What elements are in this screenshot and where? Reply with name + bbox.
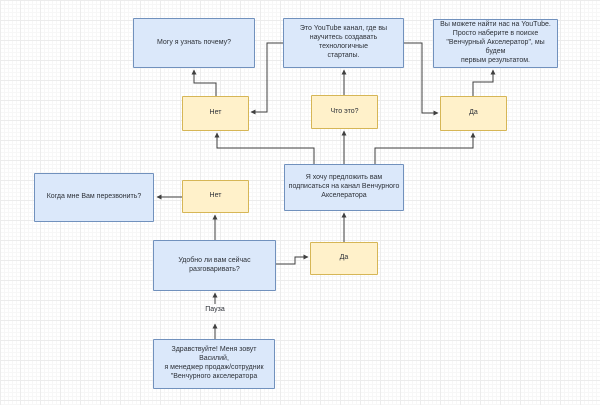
node-ask-why[interactable]: Могу я узнать почему? xyxy=(133,18,255,68)
node-ask-why-label: Могу я узнать почему? xyxy=(156,38,231,46)
node-greeting-label: Здравствуйте! Меня зовут Василий, я мене… xyxy=(164,346,264,380)
edge-offer-to-yes1[interactable] xyxy=(374,132,476,164)
node-when-callback-label: Когда мне Вам перезвонить? xyxy=(46,193,142,201)
node-no-2[interactable]: Нет xyxy=(182,180,249,213)
edge-label-pause[interactable]: Пауза xyxy=(205,306,225,313)
node-channel-description-label: Это YouTube канал, где вы научитесь созд… xyxy=(299,25,388,59)
node-channel-description[interactable]: Это YouTube канал, где вы научитесь созд… xyxy=(283,18,404,68)
node-convenient-to-talk[interactable]: Удобно ли вам сейчас разговаривать? xyxy=(153,240,276,291)
edge-convenient-to-yes2[interactable] xyxy=(276,254,309,265)
edge-channel-to-no1[interactable] xyxy=(250,42,283,115)
node-yes-1[interactable]: Да xyxy=(440,96,507,131)
node-what-is-it-label: Что это? xyxy=(330,107,359,115)
node-no-1[interactable]: Нет xyxy=(182,96,249,131)
node-what-is-it[interactable]: Что это? xyxy=(311,95,378,129)
node-yes-2-label: Да xyxy=(339,254,349,262)
node-when-callback[interactable]: Когда мне Вам перезвонить? xyxy=(34,173,154,222)
node-no-2-label: Нет xyxy=(209,192,222,200)
edge-no1-to-ask-why[interactable] xyxy=(191,69,217,96)
node-convenient-to-talk-label: Удобно ли вам сейчас разговаривать? xyxy=(178,256,251,273)
node-youtube-search[interactable]: Вы можете найти нас на YouTube. Просто н… xyxy=(433,19,558,68)
edge-offer-to-no1[interactable] xyxy=(214,132,315,164)
node-greeting[interactable]: Здравствуйте! Меня зовут Василий, я мене… xyxy=(153,339,275,389)
node-no-1-label: Нет xyxy=(209,109,222,117)
node-yes-1-label: Да xyxy=(469,109,478,117)
node-offer-subscribe[interactable]: Я хочу предложить вам подписаться на кан… xyxy=(284,164,404,211)
edge-yes1-to-youtube-search[interactable] xyxy=(472,69,496,96)
node-offer-subscribe-label: Я хочу предложить вам подписаться на кан… xyxy=(288,174,400,199)
node-yes-2[interactable]: Да xyxy=(310,242,378,275)
node-youtube-search-label: Вы можете найти нас на YouTube. Просто н… xyxy=(440,21,551,64)
edge-channel-to-yes1[interactable] xyxy=(404,42,439,116)
